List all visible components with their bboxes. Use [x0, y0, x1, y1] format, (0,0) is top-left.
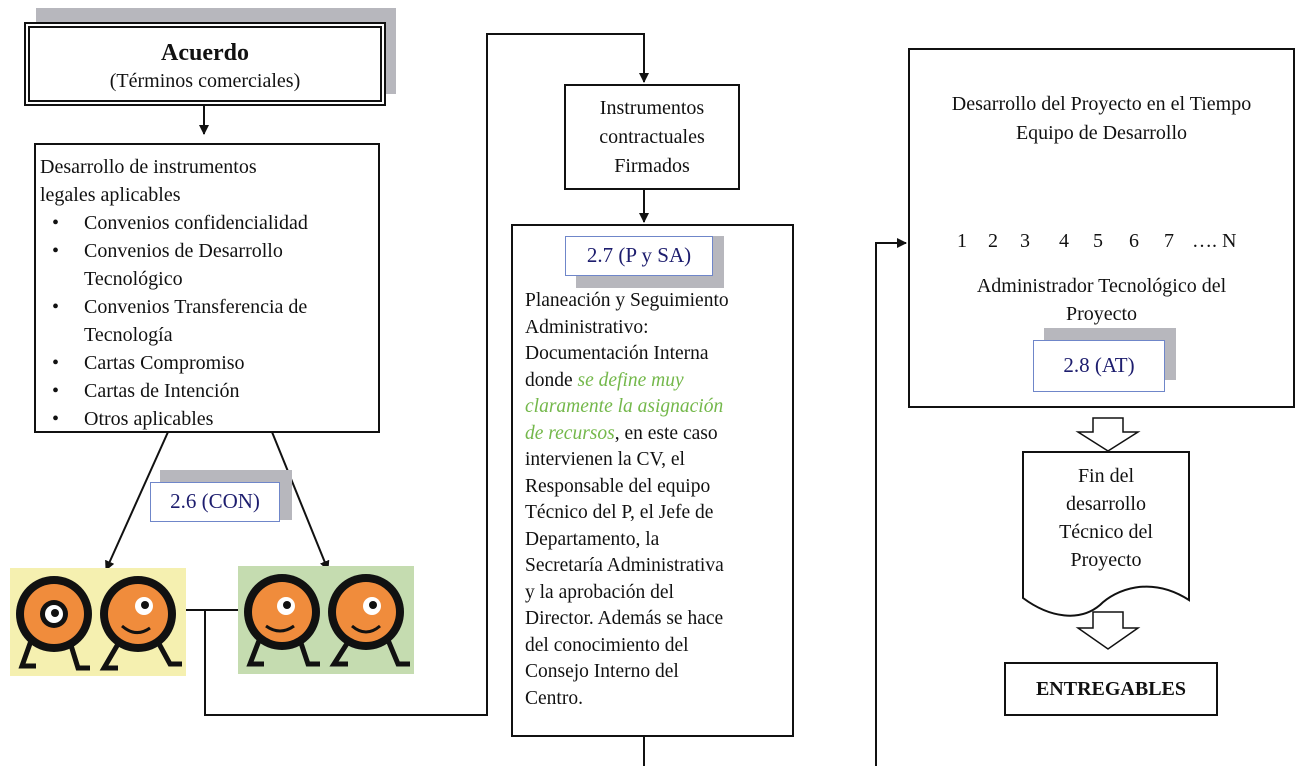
tick-label: …. N: [1192, 230, 1237, 252]
tick-label: 5: [1093, 230, 1103, 252]
arrow-to-gears-left: [105, 431, 169, 571]
list-item: Cartas Compromiso: [36, 349, 378, 377]
path-to-proyecto: [875, 238, 907, 766]
tick-label: 1: [957, 230, 967, 252]
fin-text: Fin del desarrollo Técnico del Proyecto: [1059, 465, 1153, 571]
tick-label: 3: [1020, 230, 1030, 252]
tag-con: 2.6 (CON): [150, 482, 280, 522]
list-item: Cartas de Intención: [36, 377, 378, 405]
arrow-to-gears-right: [271, 431, 330, 571]
instrumentos-list: Convenios confidencialidad Convenios de …: [36, 209, 378, 431]
fin-document-shape: [1022, 451, 1190, 617]
tick-label: 4: [1059, 230, 1069, 252]
path-gears-to-firmados: [204, 33, 649, 716]
gear-characters-icon: [16, 576, 182, 671]
highlight-text: se define muy: [577, 369, 684, 391]
acuerdo-box: Acuerdo (Términos comerciales): [24, 22, 386, 106]
tick-label: 2: [988, 230, 998, 252]
highlight-text: claramente la asignación: [525, 396, 724, 417]
list-item: Otros aplicables: [36, 405, 378, 431]
highlight-text: de recursos: [525, 422, 615, 444]
planeacion-box: Planeación y Seguimiento Administrativo:…: [511, 224, 794, 737]
gear-characters-icon: [244, 574, 410, 667]
instrumentos-firmados-box: Instrumentos contractuales Firmados: [564, 84, 740, 190]
tag-at: 2.8 (AT): [1033, 340, 1165, 392]
tag-pysa: 2.7 (P y SA): [565, 236, 713, 276]
tick-label: 6: [1129, 230, 1139, 252]
acuerdo-subtitle: (Términos comerciales): [109, 70, 301, 92]
entregables-box: ENTREGABLES: [1004, 662, 1218, 716]
tick-label: 7: [1164, 230, 1174, 252]
block-arrow-down-1: [1075, 417, 1141, 452]
planeacion-text: Planeación y Seguimiento Administrativo:…: [525, 288, 792, 712]
block-arrow-down-2: [1075, 611, 1141, 650]
list-item: Convenios confidencialidad: [36, 209, 378, 237]
gears-right-image: [238, 566, 414, 674]
acuerdo-title: Acuerdo: [161, 40, 249, 66]
instrumentos-heading: Desarrollo de instrumentos legales aplic…: [40, 156, 257, 206]
admin-label: Administrador Tecnológico del Proyecto: [976, 275, 1227, 325]
gears-left-image: [10, 568, 186, 676]
timeline-labels: 1 2 3 4 5 6 7 …. N: [0, 230, 1295, 260]
proyecto-title: Desarrollo del Proyecto en el Tiempo Equ…: [951, 93, 1252, 144]
instrumentos-legales-box: Desarrollo de instrumentos legales aplic…: [34, 143, 380, 433]
